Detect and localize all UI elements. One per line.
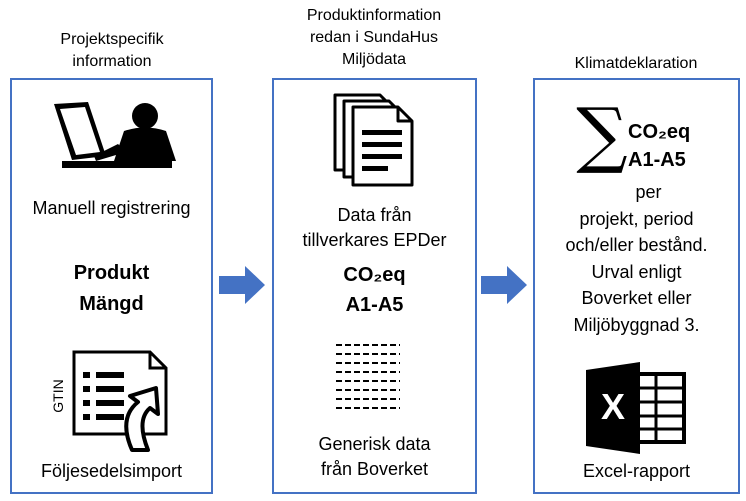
a1-a5-label: A1-A5 bbox=[345, 294, 404, 316]
gtin-label: GTIN bbox=[50, 379, 66, 413]
manual-registration-label: Manuell registrering bbox=[32, 198, 191, 218]
column3-header: Klimatdeklaration bbox=[533, 53, 739, 75]
description-line: och/eller bestånd. bbox=[565, 235, 708, 255]
column2-header-line: Produktinformation bbox=[306, 7, 442, 24]
product-label: Produkt bbox=[73, 262, 150, 284]
excel-letter: X bbox=[600, 386, 625, 427]
a1-a5-label: A1-A5 bbox=[628, 149, 686, 171]
description-line: Urval enligt bbox=[591, 261, 682, 282]
import-list-icon bbox=[72, 350, 168, 452]
sum-icon: ∑ bbox=[576, 92, 628, 176]
computer-user-icon bbox=[54, 102, 176, 168]
column3-header-line: Klimatdeklaration bbox=[574, 55, 698, 72]
column2-header-line: Miljödata bbox=[341, 51, 407, 68]
document-stack-icon bbox=[333, 93, 414, 187]
generic-data-line: från Boverket bbox=[320, 459, 429, 479]
generic-data-line: Generisk data bbox=[318, 434, 431, 454]
excel-report-label: Excel-rapport bbox=[582, 461, 691, 481]
epd-data-line: Data från bbox=[337, 205, 412, 225]
co2-metric-result: CO₂eq A1-A5 bbox=[628, 118, 690, 174]
product-quantity-label: Produkt Mängd bbox=[10, 258, 213, 320]
epd-data-line: tillverkares EPDer bbox=[302, 230, 447, 250]
excel-icon bbox=[586, 362, 686, 454]
description-line: Miljöbyggnad 3. bbox=[573, 314, 700, 335]
flow-arrow bbox=[219, 266, 265, 304]
column1-header-line: information bbox=[72, 53, 152, 70]
dashed-lines-icon bbox=[336, 344, 400, 409]
column2-header-line: redan i SundaHus bbox=[309, 29, 439, 46]
delivery-note-import-label: Följesedelsimport bbox=[40, 461, 183, 481]
quantity-label: Mängd bbox=[79, 293, 144, 315]
flow-arrow bbox=[481, 266, 527, 304]
description-line: Boverket eller bbox=[581, 288, 692, 308]
column2-header: Produktinformation redan i SundaHus Milj… bbox=[272, 5, 476, 71]
declaration-description: per projekt, period och/eller bestånd. U… bbox=[533, 179, 740, 338]
column1-header-line: Projektspecifik bbox=[60, 31, 164, 48]
description-line: per bbox=[635, 182, 662, 202]
description-line: projekt, period bbox=[579, 208, 694, 229]
generic-data-label: Generisk data från Boverket bbox=[272, 432, 477, 482]
co2-metric-label: CO₂eq A1-A5 bbox=[272, 260, 477, 320]
column1-header: Projektspecifik information bbox=[12, 29, 212, 73]
co2eq-label: CO₂eq bbox=[628, 121, 691, 143]
co2eq-label: CO₂eq bbox=[343, 264, 406, 286]
product-info-box bbox=[272, 78, 477, 494]
epd-data-label: Data från tillverkares EPDer bbox=[272, 203, 477, 253]
